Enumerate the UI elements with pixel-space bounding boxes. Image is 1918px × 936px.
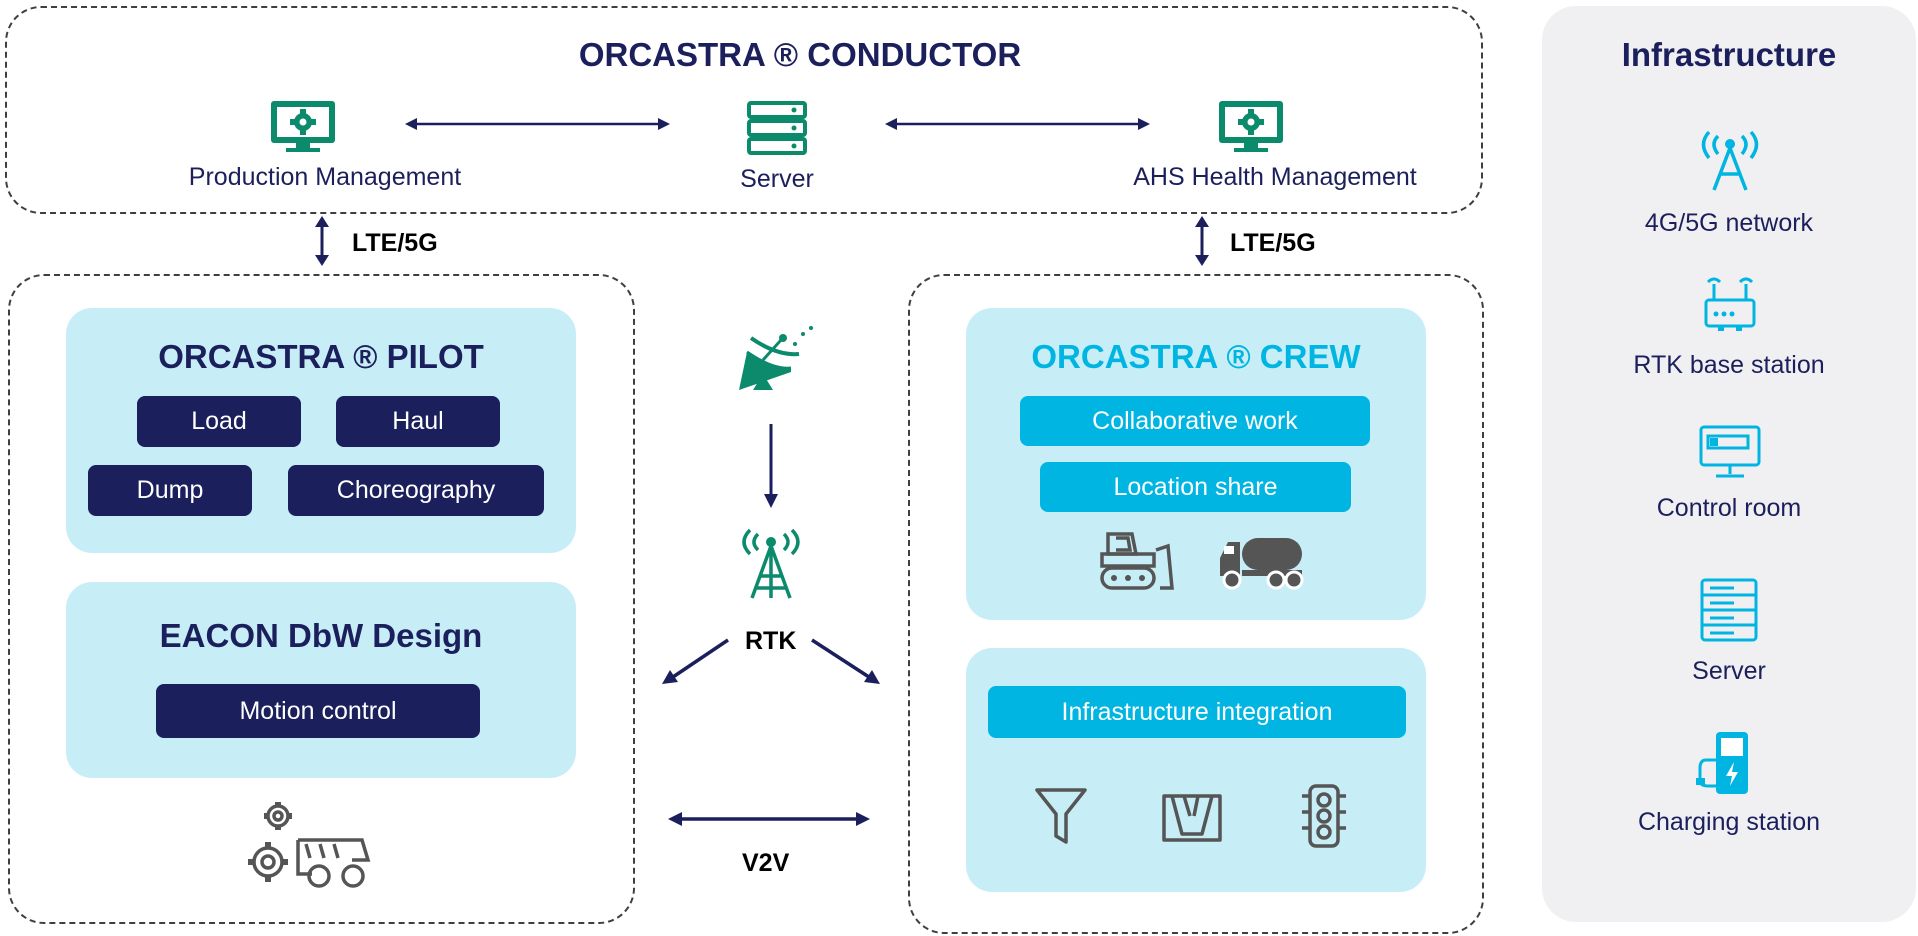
- arrow-rtk-right: [811, 638, 880, 684]
- conductor-title: ORCASTRA ® CONDUCTOR: [578, 36, 1022, 73]
- infra-control-room-label: Control room: [1656, 494, 1802, 522]
- mine-pit-icon: [1162, 794, 1222, 842]
- server-rack-icon: [1700, 578, 1758, 642]
- ahs-health-management-label: AHS Health Management: [1133, 163, 1417, 191]
- monitor-gear-icon: [271, 101, 335, 152]
- network-tower-icon: [1701, 130, 1759, 191]
- server-label: Server: [740, 165, 814, 193]
- arrow-production-server: [405, 118, 670, 130]
- infra-server-label: Server: [1692, 657, 1766, 685]
- arrow-rtk-left: [662, 638, 729, 684]
- tanker-truck-icon: [1220, 538, 1304, 590]
- satellite-dish-icon: [739, 326, 813, 390]
- arrow-lte-left: [315, 216, 329, 266]
- pilot-title: ORCASTRA ® PILOT: [158, 338, 484, 375]
- router-icon: [1704, 277, 1756, 331]
- lte-left-label: LTE/5G: [352, 229, 438, 257]
- dump-button[interactable]: Dump: [88, 465, 252, 516]
- arrow-v2v: [668, 812, 870, 826]
- arrow-satellite-down: [764, 424, 778, 508]
- production-management-label: Production Management: [188, 163, 462, 191]
- infrastructure-title: Infrastructure: [1621, 36, 1837, 73]
- v2v-label: V2V: [742, 849, 790, 877]
- conductor-frame: [5, 6, 1483, 214]
- load-button[interactable]: Load: [137, 396, 301, 447]
- collaborative-work-button[interactable]: Collaborative work: [1020, 396, 1370, 446]
- infra-rtk-label: RTK base station: [1633, 351, 1825, 379]
- arrow-lte-right: [1195, 216, 1209, 266]
- infra-network-label: 4G/5G network: [1644, 209, 1814, 237]
- charging-station-icon: [1696, 732, 1748, 794]
- monitor-icon: [1699, 425, 1761, 478]
- left-vehicle-frame: [8, 274, 635, 924]
- monitor-gear-icon: [1219, 101, 1283, 152]
- funnel-icon: [1035, 788, 1087, 844]
- arrow-server-ahs: [885, 118, 1150, 130]
- choreography-button[interactable]: Choreography: [288, 465, 544, 516]
- rtk-label: RTK: [745, 627, 797, 655]
- server-icon: [747, 101, 807, 155]
- right-vehicle-frame: [908, 274, 1484, 934]
- location-share-button[interactable]: Location share: [1040, 462, 1351, 512]
- haul-button[interactable]: Haul: [336, 396, 500, 447]
- crew-title: ORCASTRA ® CREW: [1031, 338, 1361, 375]
- lte-right-label: LTE/5G: [1230, 229, 1316, 257]
- motion-control-button[interactable]: Motion control: [156, 684, 480, 738]
- infrastructure-integration-button[interactable]: Infrastructure integration: [988, 686, 1406, 738]
- bulldozer-icon: [1100, 532, 1174, 590]
- antenna-tower-icon: [742, 528, 800, 599]
- eacon-title: EACON DbW Design: [159, 617, 483, 654]
- dump-truck-gear-icon: [248, 802, 371, 888]
- eacon-panel: [66, 582, 576, 778]
- integration-panel: [966, 648, 1426, 892]
- traffic-light-icon: [1302, 784, 1346, 848]
- infra-charging-label: Charging station: [1637, 808, 1821, 836]
